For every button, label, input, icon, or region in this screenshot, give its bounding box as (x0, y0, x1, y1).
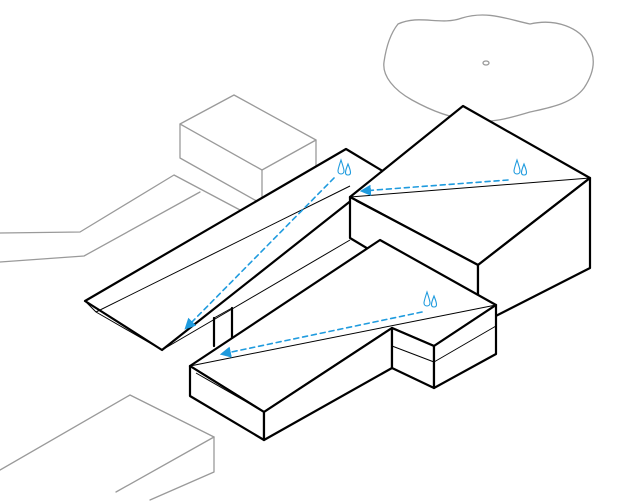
raindrops-icon (423, 290, 438, 308)
lower-block-context (0, 394, 215, 501)
water-flow-layer (184, 158, 528, 358)
raindrops-icon (513, 158, 528, 176)
runoff-arrow-lower-roof (219, 311, 423, 358)
tree-trunk-icon (482, 60, 490, 66)
path-context (0, 174, 241, 234)
tree-canopy-icon (383, 14, 594, 122)
raindrops-icon (337, 158, 352, 176)
runoff-arrow-tall-roof (359, 179, 509, 196)
buildings-layer (83, 104, 592, 442)
runoff-arrow-long-roof (184, 177, 335, 330)
lower-volume (188, 238, 498, 442)
path-context-lower (0, 191, 201, 263)
